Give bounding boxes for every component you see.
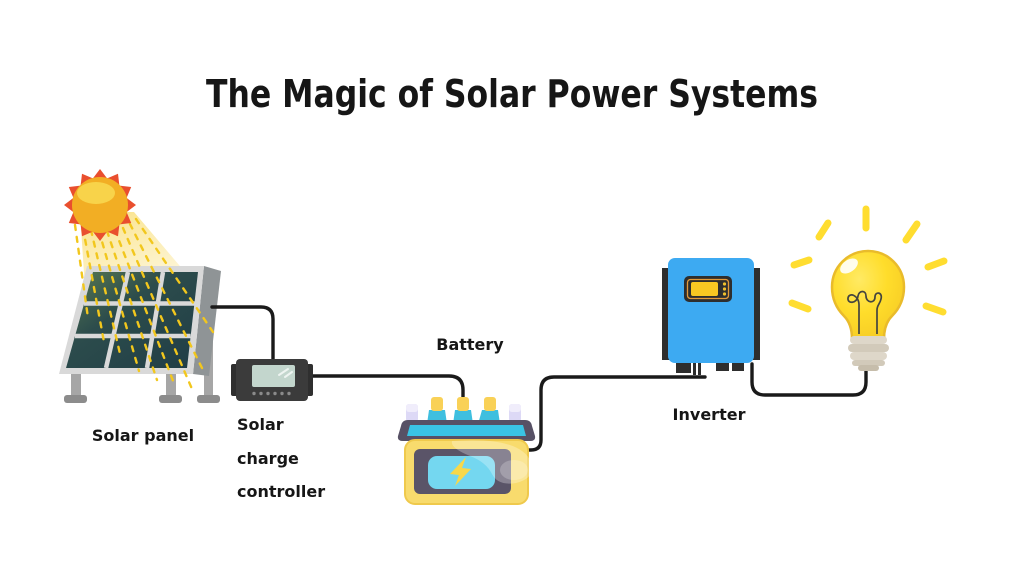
panel-left-leg <box>71 373 81 399</box>
label-solar-panel: Solar panel <box>92 426 194 445</box>
bulb-glass <box>830 249 906 341</box>
wire-controller-to-battery <box>308 374 465 402</box>
wire-battery-to-inverter <box>526 375 707 452</box>
panel-left-foot <box>64 395 87 403</box>
bulb-rays <box>788 205 948 316</box>
battery-icon <box>397 397 536 505</box>
label-inverter: Inverter <box>673 405 746 424</box>
panel-rear-foot <box>197 395 220 403</box>
panel-side-edge <box>193 266 221 376</box>
battery-bolt-icon <box>450 457 471 486</box>
inverter-feet <box>676 361 744 375</box>
inverter-display-frame <box>686 278 730 300</box>
panel-cells <box>66 272 198 368</box>
light-bulb-icon <box>788 205 948 371</box>
sun-highlight <box>77 182 115 204</box>
battery-terminals <box>427 397 500 424</box>
battery-post-left-shine <box>406 404 418 412</box>
controller-dots <box>252 391 291 396</box>
inverter-screen <box>691 282 718 296</box>
inverter-body <box>668 258 754 363</box>
wire-inverter-to-bulb <box>750 360 868 397</box>
panel-middle-leg <box>166 373 176 399</box>
panel-middle-foot <box>159 395 182 403</box>
battery-post-right-shine <box>509 404 521 412</box>
inverter-right-bar <box>750 268 760 360</box>
battery-top-strip <box>407 425 526 436</box>
bulb-base <box>848 336 889 371</box>
page-title: The Magic of Solar Power Systems <box>206 72 818 116</box>
inverter-left-bar <box>662 268 672 360</box>
battery-gloss <box>451 440 532 484</box>
label-controller-line1: Solar <box>237 415 284 434</box>
label-controller-line2: charge <box>237 449 299 468</box>
bulb-highlight <box>840 258 858 274</box>
label-controller-line3: controller <box>237 482 325 501</box>
sun-rays-dashed <box>73 217 215 391</box>
charge-controller-icon <box>231 359 313 401</box>
label-battery: Battery <box>436 335 504 354</box>
inverter-icon <box>662 258 760 375</box>
sun-icon <box>64 169 136 241</box>
inverter-display-dots <box>722 282 727 296</box>
controller-screen-glare <box>278 368 293 378</box>
battery-gloss-2 <box>500 460 528 480</box>
wires <box>210 305 868 452</box>
bulb-filament <box>847 290 883 334</box>
wire-panel-to-controller <box>210 305 275 363</box>
panel-grid-lines <box>75 271 195 369</box>
